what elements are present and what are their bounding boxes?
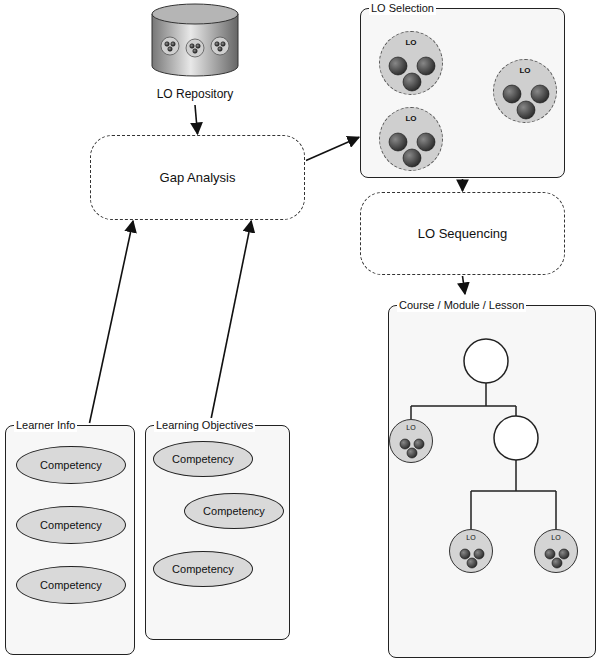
learning-object: LO xyxy=(449,529,493,573)
competency-ellipse: Competency xyxy=(16,506,126,544)
node-label: LO xyxy=(535,534,577,542)
cylinder-figure xyxy=(140,2,250,80)
flow-arrow xyxy=(195,105,198,134)
flow-arrow xyxy=(210,221,251,423)
object-dot xyxy=(389,57,407,75)
repository-cylinder: LO Repository xyxy=(140,2,250,102)
object-dot xyxy=(218,47,222,51)
tree-nodes xyxy=(389,306,597,659)
object-dot xyxy=(460,549,470,559)
object-dot xyxy=(221,42,225,46)
learning-object: LO xyxy=(493,59,557,123)
object-dot xyxy=(171,42,175,46)
node-label: Gap Analysis xyxy=(160,170,236,185)
object-dot xyxy=(407,448,417,458)
node-label: LO xyxy=(390,424,432,432)
process-box: Gap Analysis xyxy=(90,135,305,220)
group-panel: Learner InfoCompetencyCompetencyCompeten… xyxy=(5,425,135,655)
learning-object: LO xyxy=(379,107,443,171)
panel-title: Course / Module / Lesson xyxy=(397,298,526,312)
group-panel: Learning ObjectivesCompetencyCompetencyC… xyxy=(145,425,290,640)
object-dot xyxy=(417,133,435,151)
competency-ellipse: Competency xyxy=(153,551,253,587)
process-box: LO Sequencing xyxy=(360,192,565,275)
object-dot xyxy=(474,549,484,559)
object-dot xyxy=(193,49,197,53)
object-dot xyxy=(403,149,421,167)
object-dot xyxy=(552,558,562,568)
tree-node xyxy=(464,339,508,383)
object-dot xyxy=(190,44,194,48)
object-dot xyxy=(165,42,169,46)
object-dot xyxy=(389,133,407,151)
tree-node xyxy=(494,416,538,460)
object-dot xyxy=(467,558,477,568)
panel-title: Learner Info xyxy=(14,418,77,432)
object-dot xyxy=(559,549,569,559)
flow-arrow xyxy=(463,276,465,294)
flow-arrow xyxy=(90,221,134,423)
node-label: Competency xyxy=(203,505,265,517)
learning-object: LO xyxy=(534,529,578,573)
panel-title: LO Selection xyxy=(369,1,436,15)
node-label: LO xyxy=(380,38,442,48)
flow-arrow xyxy=(462,179,464,191)
node-label: Competency xyxy=(40,459,102,471)
object-dot xyxy=(403,73,421,91)
learning-object: LO xyxy=(389,419,433,463)
group-panel: LO SelectionLOLOLO xyxy=(360,8,565,178)
node-label: LO Sequencing xyxy=(418,226,508,241)
object-dot xyxy=(196,44,200,48)
node-label: Competency xyxy=(40,579,102,591)
competency-ellipse: Competency xyxy=(16,566,126,604)
node-label: Competency xyxy=(172,563,234,575)
object-dot xyxy=(517,101,535,119)
node-label: LO xyxy=(494,66,556,76)
object-dot xyxy=(400,439,410,449)
node-label: LO xyxy=(380,114,442,124)
tree-lines xyxy=(411,383,556,529)
object-dot xyxy=(531,85,549,103)
object-dot xyxy=(168,47,172,51)
flow-arrow xyxy=(306,137,359,160)
competency-ellipse: Competency xyxy=(153,441,253,477)
panel-title: Learning Objectives xyxy=(154,418,255,432)
object-dot xyxy=(545,549,555,559)
object-dot xyxy=(414,439,424,449)
competency-ellipse: Competency xyxy=(16,446,126,484)
object-dot xyxy=(503,85,521,103)
group-panel: Course / Module / LessonLOLOLO xyxy=(388,305,596,658)
object-dot xyxy=(215,42,219,46)
learning-object: LO xyxy=(379,31,443,95)
node-label: Competency xyxy=(172,453,234,465)
competency-ellipse: Competency xyxy=(184,493,284,529)
node-label: LO xyxy=(450,534,492,542)
object-dot xyxy=(417,57,435,75)
node-label: LO Repository xyxy=(140,87,250,102)
node-label: Competency xyxy=(40,519,102,531)
